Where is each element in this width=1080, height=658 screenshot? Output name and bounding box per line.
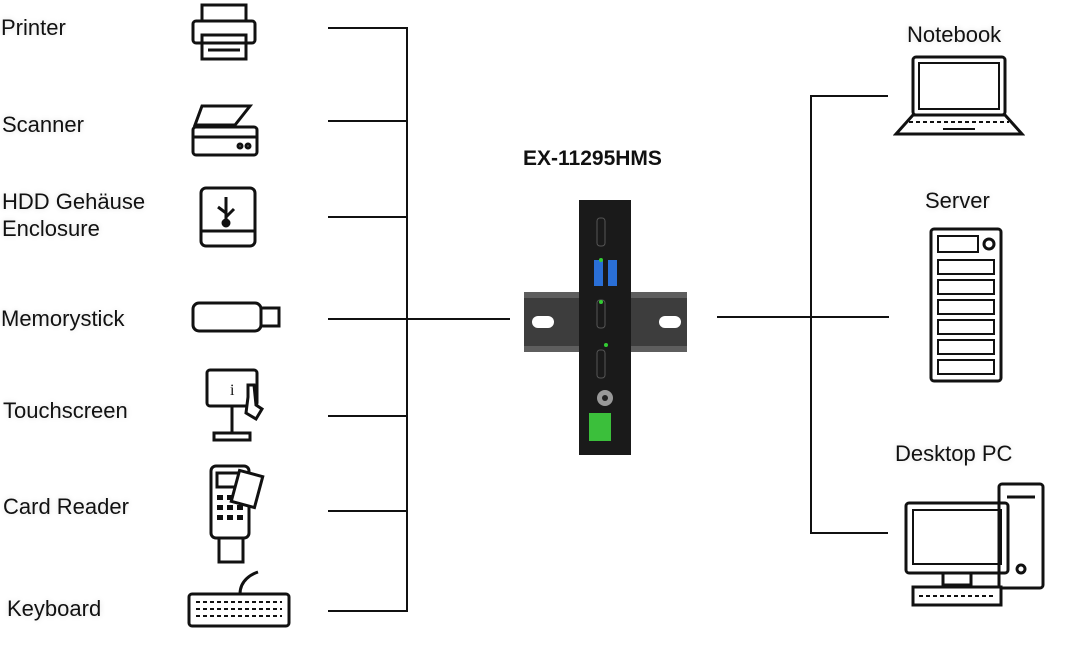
label-desktop: Desktop PC bbox=[895, 441, 1013, 466]
label-memorystick: Memorystick bbox=[1, 306, 125, 331]
usb-drive-icon bbox=[198, 185, 258, 249]
connector-keyboard bbox=[328, 610, 408, 612]
label-touchscreen: Touchscreen bbox=[3, 398, 128, 423]
connector-memorystick bbox=[328, 318, 510, 320]
svg-text:i: i bbox=[230, 382, 235, 399]
keyboard-icon bbox=[186, 570, 294, 628]
device-model-title: EX-11295HMS bbox=[523, 147, 662, 170]
connector-touchscreen bbox=[328, 415, 408, 417]
label-printer: Printer bbox=[1, 15, 66, 40]
kiosk-icon: i bbox=[204, 367, 266, 443]
connector-notebook bbox=[810, 95, 888, 97]
label-notebook: Notebook bbox=[907, 22, 1002, 47]
laptop-icon bbox=[893, 54, 1025, 138]
printer-icon bbox=[190, 2, 260, 62]
label-keyboard: Keyboard bbox=[7, 596, 102, 621]
connector-printer bbox=[328, 27, 408, 29]
desktop-icon bbox=[903, 481, 1048, 609]
connector-card-reader bbox=[328, 510, 408, 512]
connector-scanner bbox=[328, 120, 408, 122]
connector-hdd bbox=[328, 216, 408, 218]
scanner-icon bbox=[190, 103, 260, 158]
label-scanner: Scanner bbox=[2, 112, 84, 137]
label-enclosure: Enclosure bbox=[2, 216, 100, 241]
card-reader-icon bbox=[205, 463, 267, 565]
right-bus-line bbox=[810, 95, 812, 534]
label-server: Server bbox=[925, 188, 990, 213]
server-icon bbox=[928, 226, 1004, 384]
usb-stick-icon bbox=[190, 300, 285, 334]
connector-hub-right bbox=[717, 316, 889, 318]
label-hdd: HDD Gehäuse bbox=[2, 189, 146, 214]
connector-desktop bbox=[810, 532, 888, 534]
label-card-reader: Card Reader bbox=[3, 494, 129, 519]
hub-device-image bbox=[579, 200, 631, 455]
